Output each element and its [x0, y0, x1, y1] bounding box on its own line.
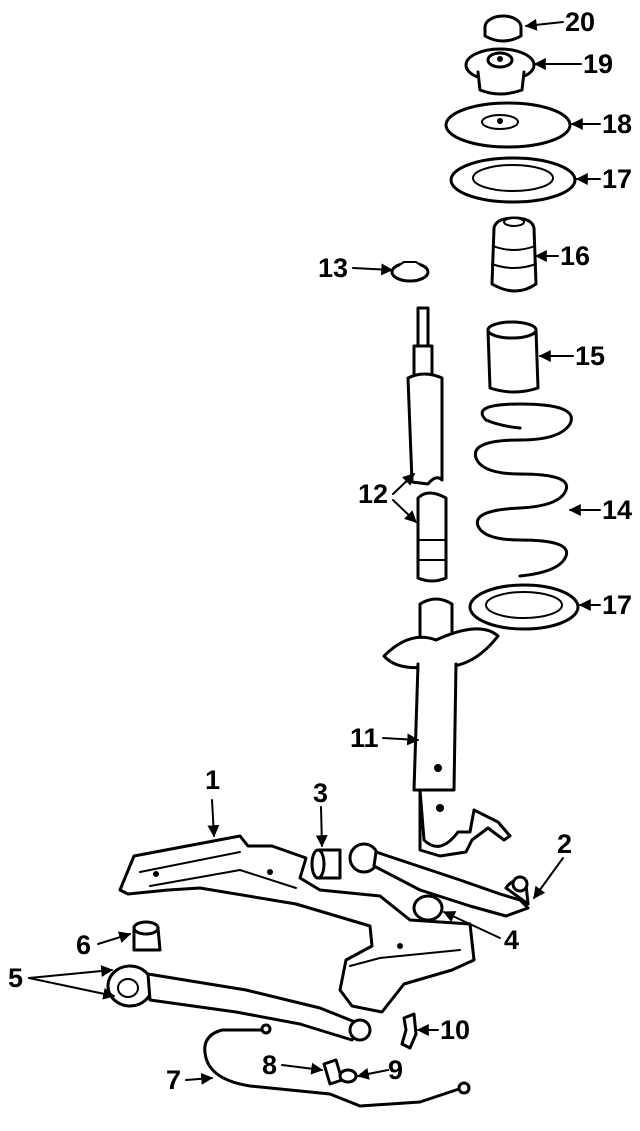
- part-13-nut: [390, 261, 430, 283]
- callout-14: 14: [602, 495, 632, 525]
- part-12-shock-absorber: [406, 306, 448, 583]
- callout-labels: 20 19 18 17 16 13 15 12 14 17 11 1 3 2 4…: [8, 7, 632, 1095]
- callout-4: 4: [504, 925, 519, 955]
- callout-20: 20: [565, 7, 595, 37]
- part-1-crossmember: [118, 834, 476, 1014]
- part-4-bushing: [412, 894, 444, 922]
- callout-2: 2: [557, 829, 572, 859]
- callout-6: 6: [76, 930, 91, 960]
- part-10-bracket: [400, 1012, 418, 1050]
- part-7-stabilizer-bar: [203, 1023, 471, 1108]
- callout-9: 9: [388, 1055, 403, 1085]
- part-11-strut-assembly: [382, 597, 512, 858]
- callout-17-lower: 17: [602, 590, 632, 620]
- part-3-bushing: [310, 848, 342, 880]
- callout-7: 7: [166, 1065, 181, 1095]
- callout-19: 19: [583, 49, 613, 79]
- part-20-cap: [483, 14, 523, 43]
- callout-13: 13: [318, 253, 348, 283]
- part-18-bearing-plate: [444, 101, 572, 149]
- callout-15: 15: [575, 341, 605, 371]
- leader-lines: [28, 18, 601, 1085]
- callout-16: 16: [560, 241, 590, 271]
- callout-11: 11: [350, 723, 379, 753]
- part-15-dust-boot: [486, 320, 540, 394]
- callout-18: 18: [602, 109, 632, 139]
- callout-10: 10: [440, 1015, 470, 1045]
- part-16-bump-stop: [490, 216, 538, 293]
- callout-12: 12: [358, 479, 388, 509]
- part-17-upper-insulator: [449, 156, 577, 204]
- part-14-coil-spring: [473, 402, 573, 578]
- part-19-strut-mount: [464, 47, 536, 96]
- callout-5: 5: [8, 963, 23, 993]
- part-6-bushing: [132, 920, 162, 952]
- callout-8: 8: [262, 1050, 277, 1080]
- part-9-bushing: [338, 1068, 358, 1084]
- callout-17-upper: 17: [602, 164, 632, 194]
- part-5-lower-arm: [106, 964, 372, 1042]
- part-8-bushing: [322, 1058, 344, 1086]
- part-2-control-arm: [348, 842, 530, 918]
- callout-3: 3: [313, 778, 328, 808]
- part-17-lower-insulator: [468, 583, 580, 631]
- callout-1: 1: [205, 765, 220, 795]
